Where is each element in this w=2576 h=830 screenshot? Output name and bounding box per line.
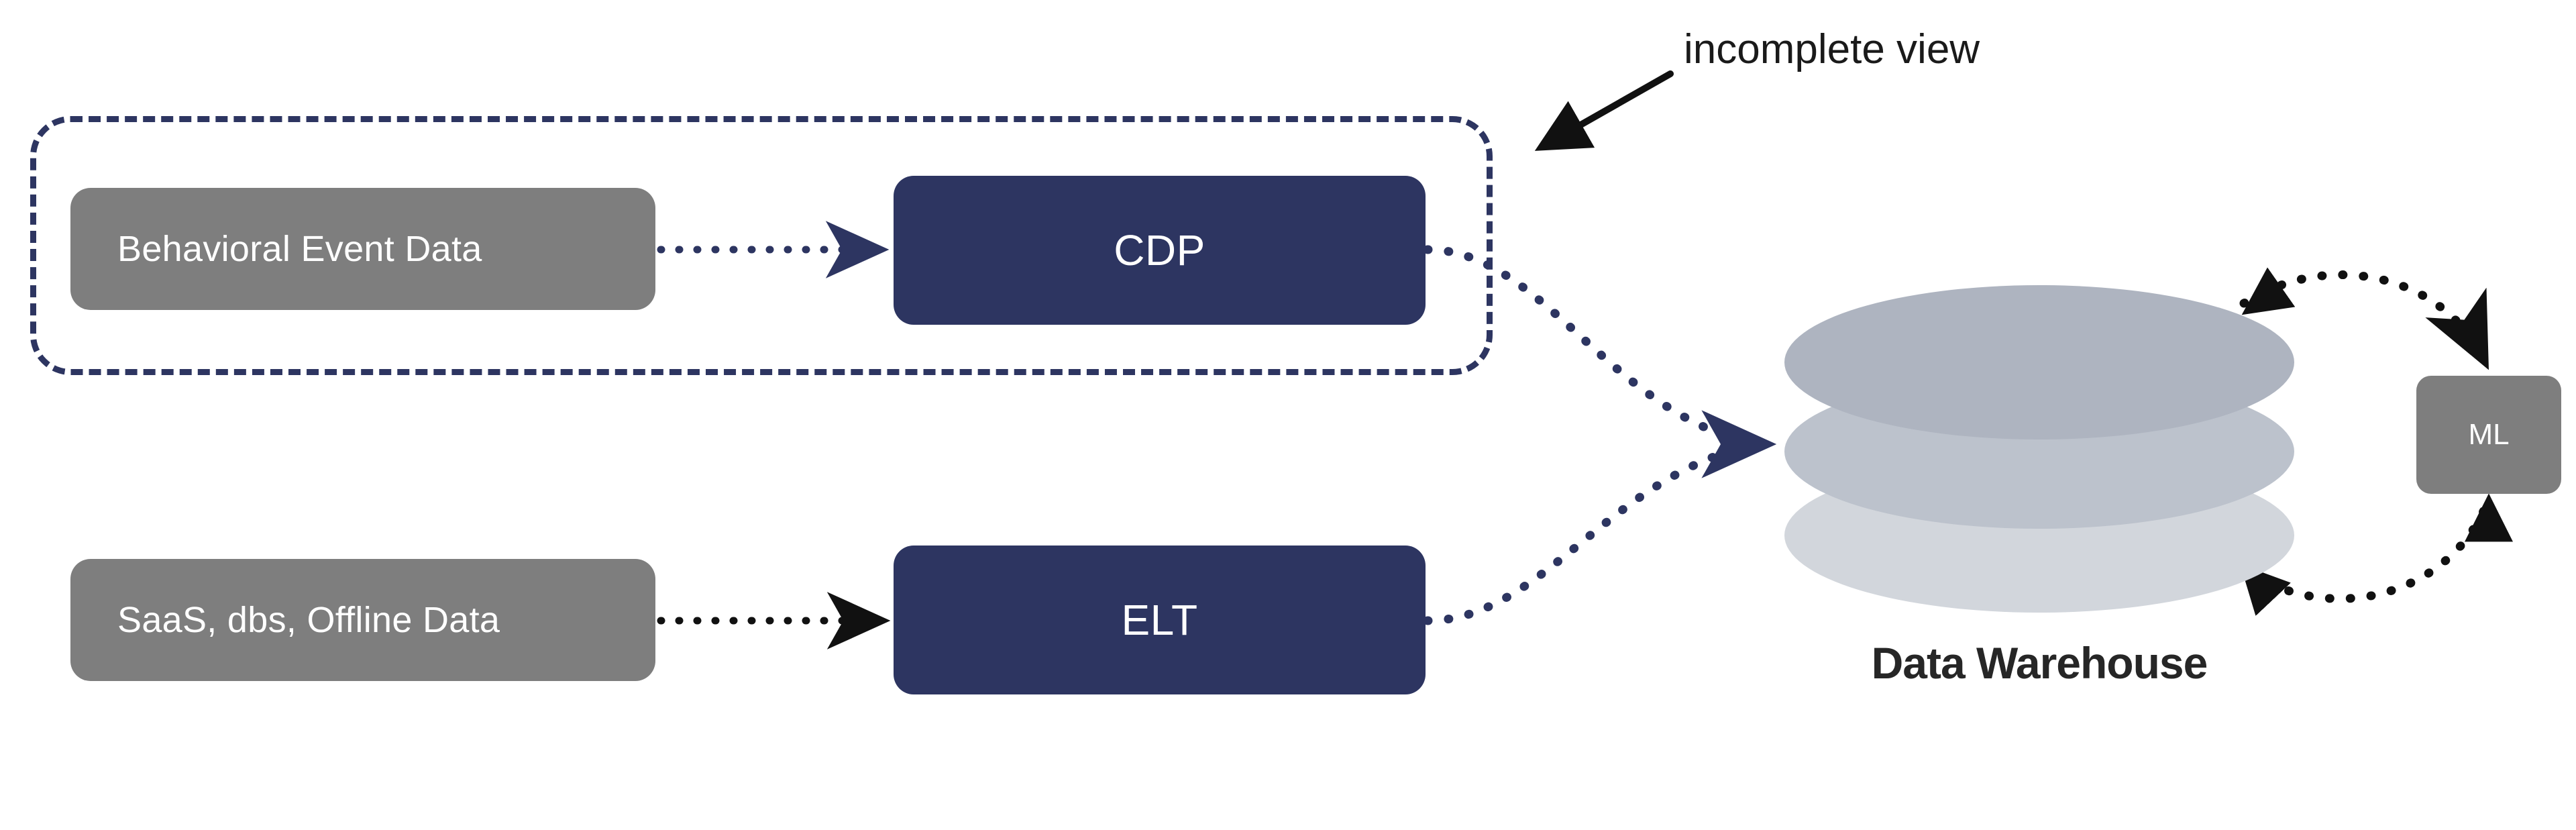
- node-cdp-label: CDP: [1114, 226, 1205, 274]
- warehouse-disk-top: [1784, 285, 2294, 439]
- node-elt-label: ELT: [1121, 596, 1198, 644]
- node-ml[interactable]: ML: [2416, 376, 2561, 494]
- edge-elt-to-warehouse: [1423, 439, 1762, 625]
- incomplete-view-annotation-label: incomplete view: [1684, 26, 1980, 72]
- node-data-warehouse-label: Data Warehouse: [1871, 638, 2208, 688]
- node-behavioral-event-data-label: Behavioral Event Data: [117, 229, 482, 269]
- incomplete-view-pointer-arrow: [1534, 70, 1674, 151]
- node-saas-dbs-offline-data[interactable]: SaaS, dbs, Offline Data: [70, 559, 655, 681]
- node-ml-label: ML: [2468, 418, 2510, 451]
- node-elt[interactable]: ELT: [894, 546, 1426, 694]
- node-cdp[interactable]: CDP: [894, 176, 1426, 325]
- node-saas-dbs-offline-data-label: SaaS, dbs, Offline Data: [117, 600, 500, 640]
- node-data-warehouse[interactable]: [1784, 285, 2294, 621]
- node-behavioral-event-data[interactable]: Behavioral Event Data: [70, 188, 655, 310]
